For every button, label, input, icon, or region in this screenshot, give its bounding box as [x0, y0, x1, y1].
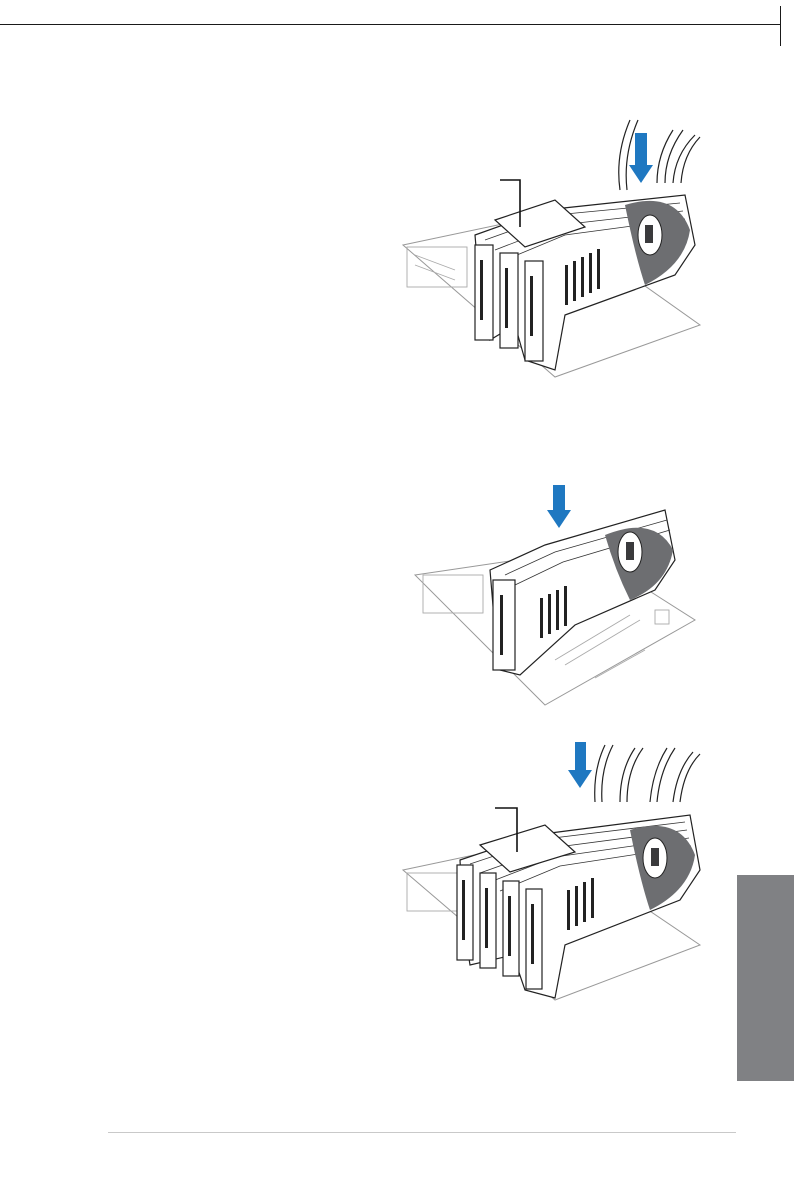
down-arrow-icon — [547, 485, 571, 528]
top-crop-rule — [0, 24, 780, 25]
graphics-card-illustration-1 — [395, 115, 705, 395]
graphics-card-illustration-2 — [405, 480, 705, 710]
graphics-card-illustration-3 — [395, 740, 705, 1015]
figure-three-card-install — [395, 115, 705, 395]
figure-single-card-install — [405, 480, 705, 710]
footer-rule — [108, 1132, 736, 1133]
corner-crop-mark — [780, 6, 781, 46]
figure-four-card-install — [395, 740, 705, 1015]
power-cables — [619, 120, 700, 190]
chapter-side-tab — [737, 875, 794, 1081]
down-arrow-icon — [568, 742, 592, 788]
power-cables — [595, 745, 700, 802]
down-arrow-icon — [629, 133, 653, 183]
